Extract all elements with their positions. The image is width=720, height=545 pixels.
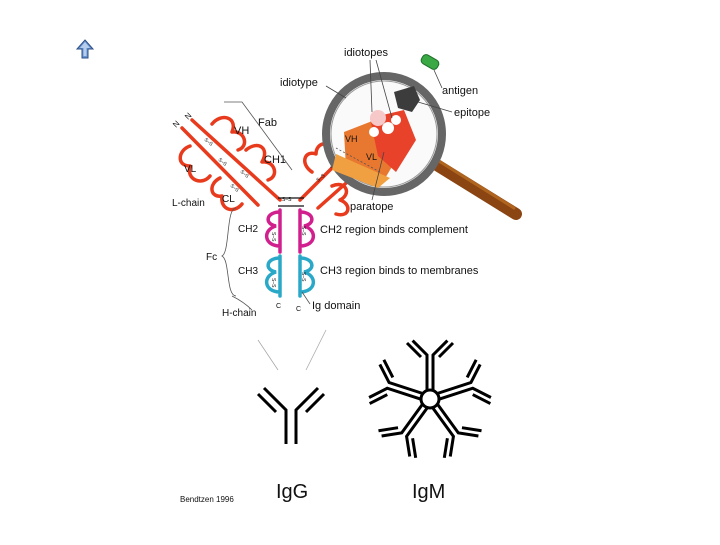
igm-monomer-arm xyxy=(378,403,429,459)
igm-j-chain-ring xyxy=(419,388,441,410)
antigen xyxy=(420,54,440,70)
ss-2: S–S xyxy=(239,169,251,180)
fab-left-arm xyxy=(178,115,282,212)
ch2-label: CH2 xyxy=(238,224,258,235)
light-chain-left xyxy=(180,126,260,207)
ig-domain-label: Ig domain xyxy=(312,300,360,312)
magnifier: VH VL xyxy=(322,72,522,220)
igm-symbol xyxy=(368,339,492,459)
h-chain-bracket xyxy=(231,295,253,311)
l-chain-label: L-chain xyxy=(172,198,205,209)
paratope-leader xyxy=(371,151,385,201)
heavy-chain-left-backbone xyxy=(190,118,282,202)
leader-lines xyxy=(325,59,453,201)
ss-8: S–S xyxy=(270,232,276,242)
ch3-domains xyxy=(265,254,315,298)
fc-bracket xyxy=(221,207,237,297)
antigen-shape xyxy=(420,54,440,70)
ss-1: S–S xyxy=(203,137,215,148)
antigen-leader xyxy=(433,69,443,89)
credit-label: Bendtzen 1996 xyxy=(180,495,234,504)
lens-dashed-guide xyxy=(335,147,381,173)
ch2-domains xyxy=(265,208,315,254)
ch3-domain-left xyxy=(265,254,282,298)
n-terminus-right: N xyxy=(183,111,194,122)
epitope-shape xyxy=(394,86,420,112)
magnifier-labels: idiotopes idiotype antigen epitope parat… xyxy=(280,47,490,213)
fc-label: Fc xyxy=(206,252,217,263)
igg-heavy-right xyxy=(294,386,320,444)
zoom-line-right xyxy=(305,329,327,371)
ss-3: S–S xyxy=(217,157,229,168)
lens-vh-label: VH xyxy=(345,134,358,144)
epitope-label: epitope xyxy=(454,107,490,119)
igm-monomer-arm xyxy=(368,359,423,405)
idiotopes-leader-2 xyxy=(375,59,393,119)
n-terminus-left: N xyxy=(171,119,182,130)
igg-symbol xyxy=(256,386,326,444)
ch1-label: CH1 xyxy=(264,154,286,166)
ss-5: S–S xyxy=(315,172,327,183)
igg-light-left xyxy=(256,392,278,414)
idiotype-label: idiotype xyxy=(280,77,318,89)
vl-label: VL xyxy=(184,164,197,175)
lens-lower-band xyxy=(332,154,390,188)
ch2-note: CH2 region binds complement xyxy=(320,224,468,236)
fab-label-group: Fab xyxy=(224,101,293,171)
ch3-label: CH3 xyxy=(238,266,258,277)
ch1-domain-left xyxy=(244,143,277,182)
igg-light-right xyxy=(304,392,326,414)
idiotope-blob-2 xyxy=(382,122,394,134)
epitope-leader xyxy=(417,101,453,113)
antigen-label: antigen xyxy=(442,85,478,97)
idiotope-blob-4 xyxy=(391,115,401,125)
c-terminus-left: C xyxy=(276,303,281,310)
lens-vl-domain xyxy=(370,110,416,172)
ch2-domain-right xyxy=(298,208,315,254)
ss-7: S–S xyxy=(282,197,292,203)
igg-label: IgG xyxy=(276,481,308,503)
zoom-lines xyxy=(257,329,327,371)
idiotype-leader xyxy=(325,85,347,99)
cl-label: CL xyxy=(222,194,235,205)
ch3-domain-right xyxy=(298,254,315,298)
ch3-note: CH3 region binds to membranes xyxy=(320,265,479,277)
idiotope-blob-1 xyxy=(370,110,386,126)
igm-monomer-arm xyxy=(405,339,455,390)
fab-connector xyxy=(224,101,293,171)
paratope-label: paratope xyxy=(350,201,393,213)
cl-domain-right xyxy=(330,182,350,217)
igm-label: IgM xyxy=(412,481,445,503)
zoom-line-left xyxy=(257,339,279,371)
ss-10: S–S xyxy=(270,278,276,288)
arrow-up-icon xyxy=(75,39,95,59)
fab-label: Fab xyxy=(258,117,277,129)
h-chain-label: H-chain xyxy=(222,308,256,319)
idiotopes-leader-1 xyxy=(369,59,373,113)
left-labels: N N VH CH1 VL L-chain CL Fc CH2 CH3 H-ch… xyxy=(171,111,301,319)
right-annotations: CH2 region binds complement CH3 region b… xyxy=(301,224,479,312)
vh-label: VH xyxy=(234,125,249,137)
vh-domain-left xyxy=(210,115,247,152)
ss-11: S–S xyxy=(300,272,306,282)
magnifier-handle-shade xyxy=(432,156,516,210)
magnifier-handle xyxy=(426,156,522,220)
lens-vl-label: VL xyxy=(366,152,377,162)
igm-monomer-arm xyxy=(431,403,482,459)
ch2-domain-left xyxy=(265,208,282,254)
igg-heavy-left xyxy=(262,386,288,444)
brackets xyxy=(221,207,253,311)
idiotopes-label: idiotopes xyxy=(344,47,389,59)
vl-domain-left xyxy=(178,144,212,183)
hinge xyxy=(278,197,304,207)
ig-domain-pointer xyxy=(301,291,311,305)
igm-monomer-arm xyxy=(437,359,492,405)
nav-up-button[interactable] xyxy=(74,38,96,60)
c-terminus-right: C xyxy=(296,306,301,313)
ss-4: S–S xyxy=(229,183,241,194)
ss-9: S–S xyxy=(300,226,306,236)
idiotope-blob-3 xyxy=(369,127,379,137)
